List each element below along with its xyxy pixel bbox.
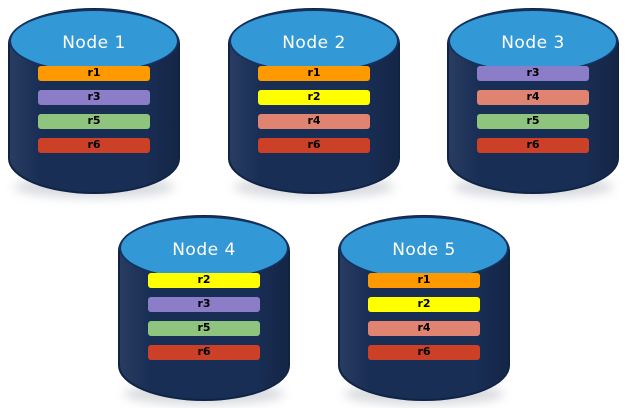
replica-bar[interactable]: r3: [38, 90, 150, 105]
replica-label: r3: [197, 297, 211, 310]
replica-bar[interactable]: r3: [148, 297, 260, 312]
replica-bar[interactable]: r6: [148, 345, 260, 360]
replica-label: r4: [417, 321, 431, 334]
replica-stack: r2 r3 r5 r6: [148, 273, 260, 360]
replica-bar[interactable]: r6: [477, 138, 589, 153]
replica-stack: r1 r2 r4 r6: [258, 66, 370, 153]
replica-bar[interactable]: r5: [38, 114, 150, 129]
replica-label: r4: [526, 90, 540, 103]
node-label: Node 2: [282, 33, 346, 53]
replica-label: r1: [307, 66, 321, 79]
node-cylinder[interactable]: Node 3 r3 r4 r5 r6: [447, 8, 619, 198]
replica-bar[interactable]: r3: [477, 66, 589, 81]
replica-label: r5: [526, 114, 540, 127]
replica-label: r6: [307, 138, 321, 151]
node-cylinder[interactable]: Node 2 r1 r2 r4 r6: [228, 8, 400, 198]
replica-bar[interactable]: r6: [368, 345, 480, 360]
node-top-cap: Node 3: [448, 9, 618, 73]
replica-stack: r1 r2 r4 r6: [368, 273, 480, 360]
replica-label: r5: [197, 321, 211, 334]
replica-bar[interactable]: r5: [148, 321, 260, 336]
node-cylinder[interactable]: Node 5 r1 r2 r4 r6: [338, 215, 510, 405]
node-cylinder[interactable]: Node 4 r2 r3 r5 r6: [118, 215, 290, 405]
node-top-cap: Node 2: [229, 9, 399, 73]
replica-bar[interactable]: r6: [38, 138, 150, 153]
replica-label: r6: [197, 345, 211, 358]
replica-bar[interactable]: r1: [38, 66, 150, 81]
replica-bar[interactable]: r1: [368, 273, 480, 288]
replica-bar[interactable]: r2: [258, 90, 370, 105]
replica-label: r2: [197, 273, 211, 286]
replica-label: r6: [417, 345, 431, 358]
replica-label: r1: [417, 273, 431, 286]
replica-label: r4: [307, 114, 321, 127]
replica-bar[interactable]: r2: [148, 273, 260, 288]
replica-label: r6: [526, 138, 540, 151]
replica-label: r5: [87, 114, 101, 127]
node-top-cap: Node 1: [9, 9, 179, 73]
replica-bar[interactable]: r4: [477, 90, 589, 105]
replica-bar[interactable]: r1: [258, 66, 370, 81]
replica-bar[interactable]: r6: [258, 138, 370, 153]
replica-label: r6: [87, 138, 101, 151]
node-top-cap: Node 5: [339, 216, 509, 280]
node-label: Node 4: [172, 240, 236, 260]
replica-label: r3: [526, 66, 540, 79]
node-cylinder[interactable]: Node 1 r1 r3 r5 r6: [8, 8, 180, 198]
node-label: Node 3: [501, 33, 565, 53]
replica-label: r2: [417, 297, 431, 310]
replica-bar[interactable]: r2: [368, 297, 480, 312]
replica-label: r3: [87, 90, 101, 103]
replica-stack: r1 r3 r5 r6: [38, 66, 150, 153]
replica-label: r2: [307, 90, 321, 103]
replica-stack: r3 r4 r5 r6: [477, 66, 589, 153]
node-label: Node 5: [392, 240, 456, 260]
replica-bar[interactable]: r4: [368, 321, 480, 336]
node-top-cap: Node 4: [119, 216, 289, 280]
replica-bar[interactable]: r4: [258, 114, 370, 129]
replica-label: r1: [87, 66, 101, 79]
node-label: Node 1: [62, 33, 126, 53]
replica-bar[interactable]: r5: [477, 114, 589, 129]
